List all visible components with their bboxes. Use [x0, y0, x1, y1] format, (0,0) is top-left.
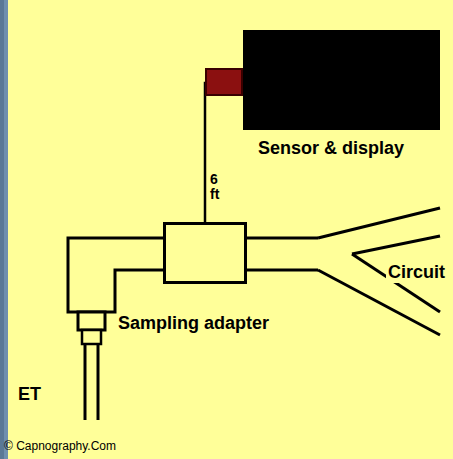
copyright-watermark: © Capnography.Com	[4, 440, 116, 454]
tube-fitting	[78, 312, 105, 330]
length-label: 6 ft	[210, 172, 228, 203]
window-edge-shade	[0, 0, 4, 459]
circuit-label: Circuit	[386, 262, 447, 283]
tube-fitting-collar	[82, 330, 101, 344]
sensor-display-box: Sensor & display	[243, 30, 440, 130]
tube-wall	[247, 269, 318, 272]
sensor-connector	[205, 68, 243, 96]
window-edge-strip	[0, 0, 8, 459]
sampling-adapter-box: Sampling adapter	[163, 222, 247, 284]
y-piece-limb	[318, 208, 440, 238]
elbow-connector	[68, 238, 163, 312]
node-label: Sensor & display	[258, 138, 404, 159]
tube-label: ET	[18, 384, 41, 405]
tube-wall	[247, 237, 318, 240]
sampling-line	[205, 83, 243, 222]
node-label: Sampling adapter	[118, 313, 269, 334]
y-piece-limb	[352, 236, 440, 254]
et-tube-wall	[97, 344, 100, 420]
et-tube-wall	[84, 344, 87, 420]
